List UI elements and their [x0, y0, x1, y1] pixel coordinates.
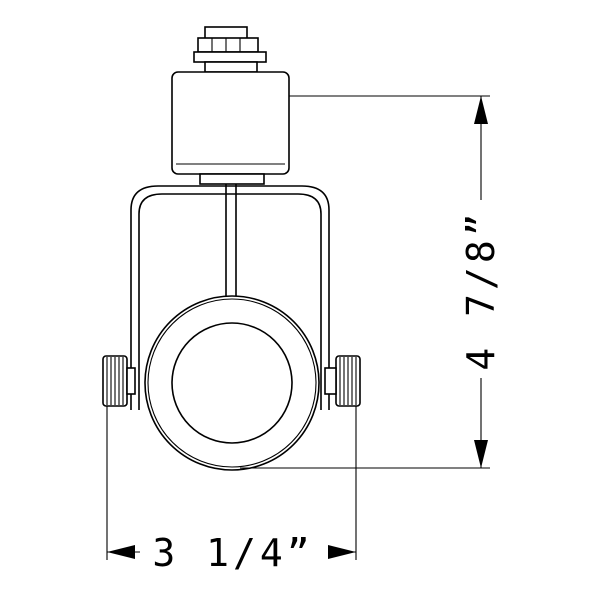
left-knob: [102, 355, 136, 407]
width-dimension-label: 3 1/4”: [152, 531, 313, 575]
stem: [225, 184, 237, 298]
height-dimension: 4 7/8”: [289, 95, 503, 469]
right-knob: [324, 355, 361, 407]
arrow-left-icon: [107, 545, 135, 559]
housing-cylinder: [171, 71, 290, 185]
track-adapter: [193, 26, 267, 73]
height-dimension-label: 4 7/8”: [459, 209, 503, 370]
yoke-bracket: [130, 185, 330, 410]
width-dimension: 3 1/4”: [106, 406, 357, 575]
arrow-down-icon: [474, 440, 488, 468]
lamp-head: [144, 295, 330, 471]
arrow-right-icon: [328, 545, 356, 559]
arrow-up-icon: [474, 96, 488, 124]
